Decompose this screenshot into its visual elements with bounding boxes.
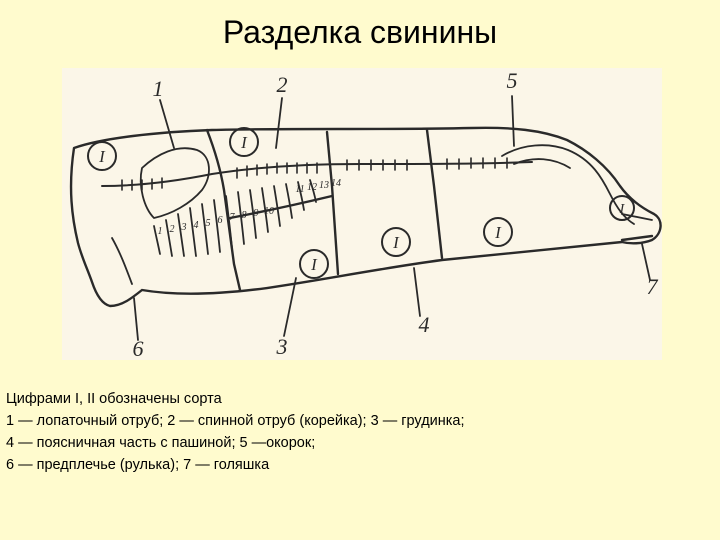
leader-5 xyxy=(511,95,515,147)
rib-number-5: 5 xyxy=(206,218,211,229)
leader-4 xyxy=(413,267,421,317)
caption-line-cuts-6-7: 6 — предплечье (рулька); 7 — голяшка xyxy=(6,457,270,473)
grade-circle-5 xyxy=(483,217,513,247)
divider-shoulder xyxy=(205,128,242,292)
divider-ham xyxy=(620,234,654,242)
callout-3: 3 xyxy=(276,334,288,359)
divider-belly-line xyxy=(228,194,334,220)
rib-number-11: 11 xyxy=(295,184,304,195)
hind-hock-bone xyxy=(621,213,653,221)
ham-bone xyxy=(501,144,635,225)
divider-back xyxy=(425,128,444,260)
rib-number-7: 7 xyxy=(230,212,236,223)
grade-mark-4: I xyxy=(392,233,400,252)
slide-title: Разделка свинины xyxy=(222,14,498,50)
rib-number-2: 2 xyxy=(170,224,175,235)
caption-line-cuts-4-5: 4 — поясничная часть с пашиной; 5 —окоро… xyxy=(6,435,316,451)
grade-mark-2: I xyxy=(240,133,248,152)
rib-number-14: 14 xyxy=(331,178,341,189)
callout-7: 7 xyxy=(647,274,659,299)
leader-2 xyxy=(275,97,283,149)
grade-mark-5: I xyxy=(494,223,502,242)
callout-5: 5 xyxy=(507,68,518,93)
caption-line-cuts-1-3: 1 — лопаточный отруб; 2 — спинной отруб … xyxy=(6,413,465,429)
grade-circle-6 xyxy=(609,195,635,221)
rib-number-3: 3 xyxy=(181,222,187,233)
callout-1: 1 xyxy=(153,76,164,101)
rib-number-13: 13 xyxy=(319,180,329,191)
carcass-outline xyxy=(69,126,662,308)
leader-1 xyxy=(159,99,175,149)
grade-circle-2 xyxy=(229,127,259,157)
callout-4: 4 xyxy=(419,312,430,337)
leader-6 xyxy=(133,297,139,341)
callout-6: 6 xyxy=(133,336,144,360)
rib-number-12: 12 xyxy=(307,182,317,193)
pork-cuts-diagram: I I I I I I 1 2 3 4 5 6 7 1 2 3 4 5 6 7 … xyxy=(62,68,662,360)
rib-number-8: 8 xyxy=(242,210,247,221)
grade-mark-3: I xyxy=(310,255,318,274)
grade-circle-4 xyxy=(381,227,411,257)
leader-3 xyxy=(283,277,297,337)
rib-number-10: 10 xyxy=(264,206,274,217)
grade-mark-1: I xyxy=(98,147,106,166)
leader-7 xyxy=(641,243,651,281)
grade-mark-6: I xyxy=(619,202,626,217)
grade-circle-3 xyxy=(299,249,329,279)
rib-number-1: 1 xyxy=(158,226,163,237)
shoulder-blade xyxy=(139,147,210,219)
callout-2: 2 xyxy=(277,72,288,97)
legend-caption: Цифрами I, II обозначены сорта 1 — лопат… xyxy=(6,388,714,476)
figure-background xyxy=(62,68,662,360)
caption-line-grades: Цифрами I, II обозначены сорта xyxy=(6,391,222,407)
foreleg-bone xyxy=(111,237,133,285)
rib-number-4: 4 xyxy=(194,220,199,231)
divider-loin xyxy=(325,130,340,276)
rib-number-6: 6 xyxy=(218,215,223,226)
grade-circle-1 xyxy=(87,141,117,171)
rib-number-9: 9 xyxy=(254,208,259,219)
